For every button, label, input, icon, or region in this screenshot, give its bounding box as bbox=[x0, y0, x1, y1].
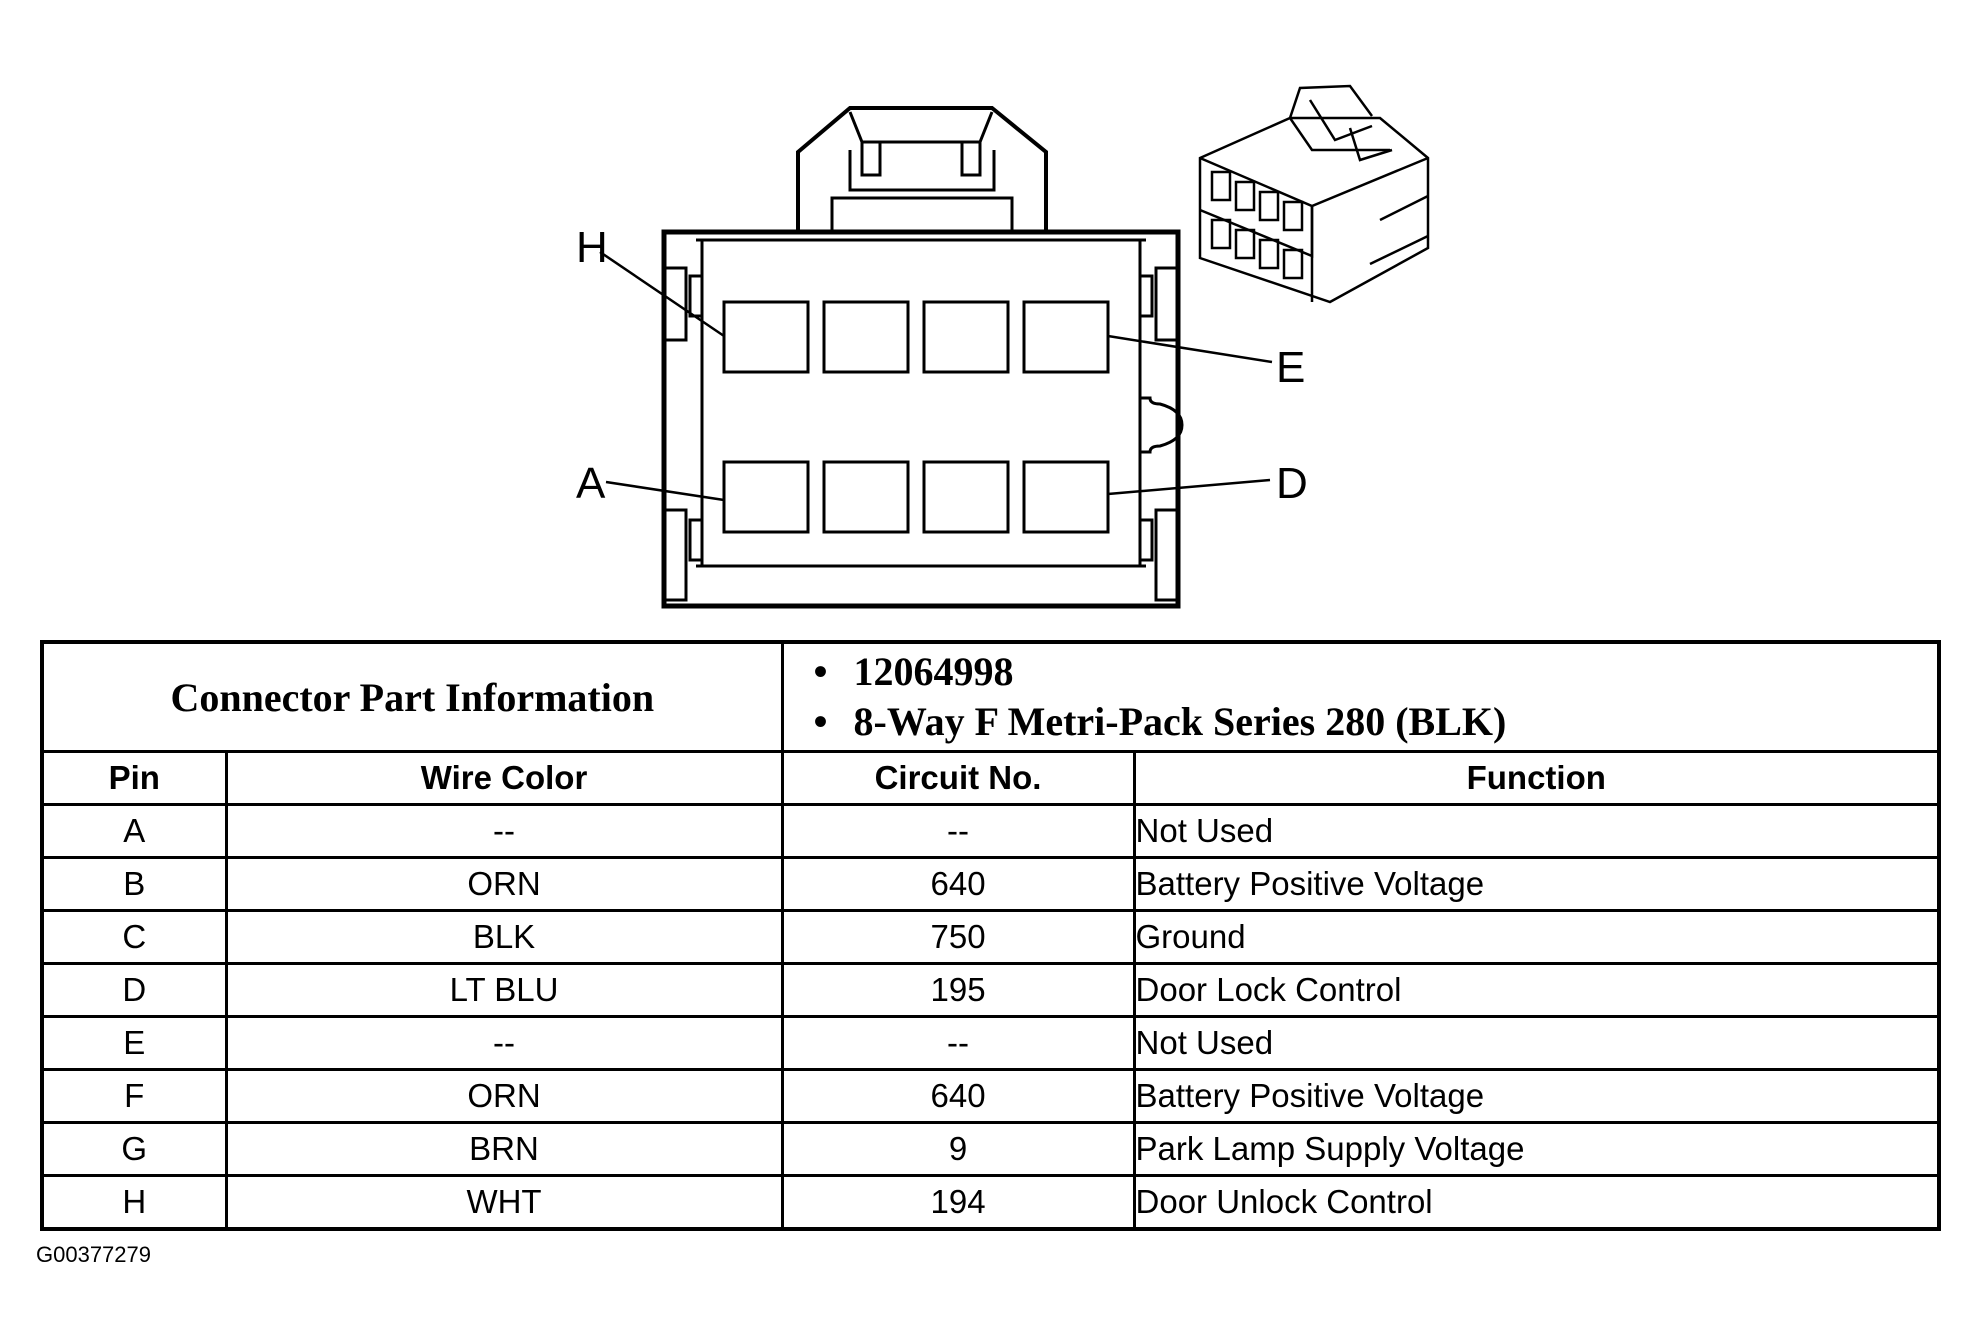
connector-body bbox=[661, 106, 1184, 609]
pin-cell: B bbox=[40, 856, 228, 912]
function-cell: Battery Positive Voltage bbox=[1132, 856, 1941, 912]
header-circuit-no: Circuit No. bbox=[780, 750, 1136, 806]
wire-color-cell: BRN bbox=[224, 1121, 784, 1177]
column-header-row: Pin Wire Color Circuit No. Function bbox=[40, 750, 1941, 806]
header-wire-color: Wire Color bbox=[224, 750, 784, 806]
circuit-cell: 640 bbox=[780, 856, 1136, 912]
cavity bbox=[822, 300, 910, 374]
pin-label-h: H bbox=[576, 223, 608, 272]
part-number: 12064998 bbox=[854, 647, 1938, 697]
pin-cell: A bbox=[40, 803, 228, 859]
circuit-cell: 640 bbox=[780, 1068, 1136, 1124]
part-info-values: 12064998 8-Way F Metri-Pack Series 280 (… bbox=[780, 640, 1941, 753]
wire-color-cell: -- bbox=[224, 803, 784, 859]
pin-cell: D bbox=[40, 962, 228, 1018]
function-cell: Not Used bbox=[1132, 803, 1941, 859]
cavity bbox=[722, 300, 810, 374]
part-description: 8-Way F Metri-Pack Series 280 (BLK) bbox=[854, 697, 1938, 747]
header-pin: Pin bbox=[40, 750, 228, 806]
image-reference-code: G00377279 bbox=[36, 1242, 151, 1267]
wire-color-cell: LT BLU bbox=[224, 962, 784, 1018]
wire-color-cell: ORN bbox=[224, 1068, 784, 1124]
cavity bbox=[722, 460, 810, 534]
function-cell: Park Lamp Supply Voltage bbox=[1132, 1121, 1941, 1177]
part-info-row: Connector Part Information 12064998 8-Wa… bbox=[40, 640, 1941, 753]
pin-cell: F bbox=[40, 1068, 228, 1124]
header-function: Function bbox=[1132, 750, 1941, 806]
cavity bbox=[922, 460, 1010, 534]
function-cell: Not Used bbox=[1132, 1015, 1941, 1071]
table-row: A----Not Used bbox=[40, 803, 1941, 859]
wire-color-cell: ORN bbox=[224, 856, 784, 912]
circuit-cell: 750 bbox=[780, 909, 1136, 965]
function-cell: Door Unlock Control bbox=[1132, 1174, 1941, 1231]
connector-pinout-table: Connector Part Information 12064998 8-Wa… bbox=[40, 640, 1942, 1231]
connector-face-view bbox=[599, 84, 1430, 609]
pin-cell: E bbox=[40, 1015, 228, 1071]
connector-isometric-view bbox=[1198, 84, 1430, 304]
wire-color-cell: -- bbox=[224, 1015, 784, 1071]
cavity bbox=[1022, 300, 1110, 374]
circuit-cell: -- bbox=[780, 803, 1136, 859]
cavity bbox=[822, 460, 910, 534]
table-row: E----Not Used bbox=[40, 1015, 1941, 1071]
function-cell: Battery Positive Voltage bbox=[1132, 1068, 1941, 1124]
circuit-cell: -- bbox=[780, 1015, 1136, 1071]
wire-color-cell: WHT bbox=[224, 1174, 784, 1231]
circuit-cell: 9 bbox=[780, 1121, 1136, 1177]
leader-lines bbox=[599, 250, 1273, 502]
wire-color-cell: BLK bbox=[224, 909, 784, 965]
locking-tab bbox=[796, 106, 1048, 232]
pin-cell: H bbox=[40, 1174, 228, 1231]
part-info-label: Connector Part Information bbox=[40, 640, 784, 753]
function-cell: Ground bbox=[1132, 909, 1941, 965]
pin-label-a: A bbox=[576, 459, 606, 508]
function-cell: Door Lock Control bbox=[1132, 962, 1941, 1018]
pin-cell: C bbox=[40, 909, 228, 965]
cavity bbox=[922, 300, 1010, 374]
pin-label-e: E bbox=[1276, 343, 1306, 392]
cavity bbox=[1022, 460, 1110, 534]
circuit-cell: 194 bbox=[780, 1174, 1136, 1231]
pin-label-d: D bbox=[1276, 459, 1308, 508]
circuit-cell: 195 bbox=[780, 962, 1136, 1018]
pin-cell: G bbox=[40, 1121, 228, 1177]
housing-outline bbox=[661, 229, 1181, 609]
